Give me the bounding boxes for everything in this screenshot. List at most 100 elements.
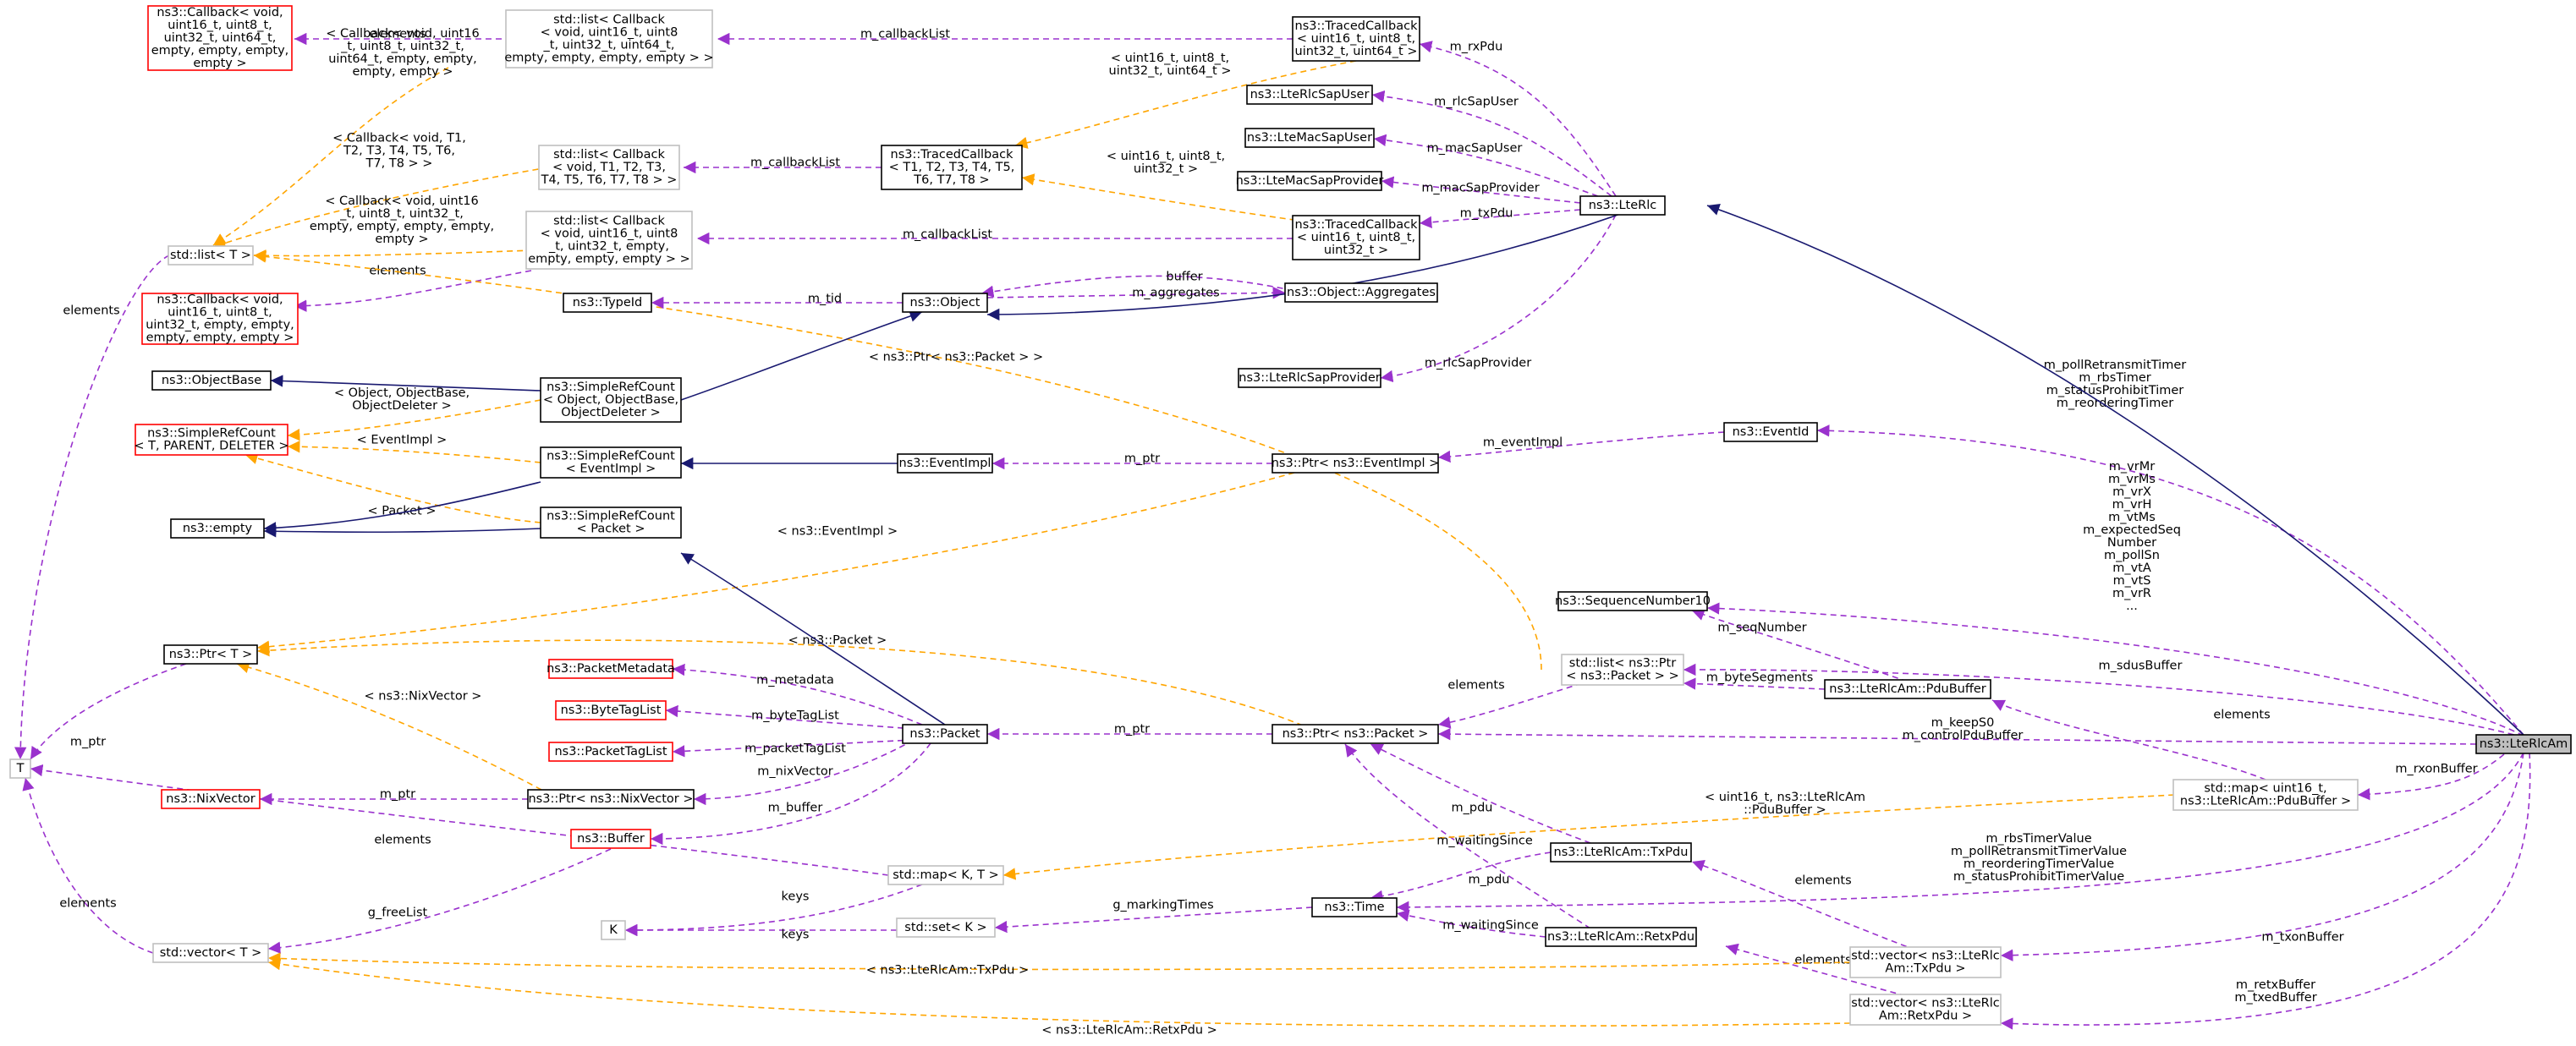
node-nixvector[interactable]: ns3::NixVector [161,789,261,809]
node-box [527,789,695,809]
node-box [1561,654,1684,686]
node-box [902,724,988,744]
node-vec-txpdu[interactable]: std::vector< ns3::LteRlcAm::TxPdu > [1849,946,2002,978]
node-ltelrc[interactable]: ns3::LteRlc [1579,195,1666,216]
node-box [540,507,682,539]
node-rlcsapuser[interactable]: ns3::LteRlcSapUser [1246,85,1373,105]
node-label: std::vector< ns3::LteRlc [1851,997,1999,1010]
edge-label: m_pollSn [2104,549,2160,562]
node-macsapprov[interactable]: ns3::LteMacSapProvider [1236,171,1384,191]
node-time[interactable]: ns3::Time [1311,897,1398,917]
node-box [897,453,993,474]
node-tc-a[interactable]: ns3::TracedCallback< uint16_t, uint8_t,u… [1292,16,1420,62]
node-label: ns3::LteRlc [1589,199,1657,212]
edge-line [1371,90,1612,197]
node-retxpdu[interactable]: ns3::LteRlcAm::RetxPdu [1545,927,1697,947]
node-box [525,211,693,270]
node-box [2475,734,2572,754]
edge-line [650,742,931,846]
inherit-objectbase-object-edge [270,375,541,392]
node-stdmap-kt[interactable]: std::map< K, T > [887,865,1004,885]
node-tc-tpl[interactable]: ns3::TracedCallback< T1, T2, T3, T4, T5,… [881,145,1023,190]
node-macsapuser[interactable]: ns3::LteMacSapUser [1244,128,1375,148]
node-eventid[interactable]: ns3::EventId [1723,422,1818,442]
node-stdlist-t[interactable]: std::list< T > [168,245,254,266]
node-cb-b[interactable]: ns3::Callback< void,uint16_t, uint8_t,ui… [141,293,299,345]
node-object[interactable]: ns3::Object [902,293,988,313]
node-label: T [16,762,25,775]
node-label: uint32_t, empty, empty, [146,319,294,332]
edge-line [693,739,915,806]
edge-label: < Callback< void, T1, [332,132,466,145]
e-eventid-edge: m_pollRetransmitTimerm_rbsTimerm_statusP… [1816,359,2524,736]
node-txpdu[interactable]: ns3::LteRlcAm::TxPdu [1550,842,1692,863]
e-map-tpl-edge: < uint16_t, ns3::LteRlcAm::PduBuffer > [1002,791,2175,880]
node-objectbase[interactable]: ns3::ObjectBase [151,370,272,391]
node-box [1284,282,1438,303]
edge-label: m_ptr [70,736,106,749]
node-list-ptr-pkt[interactable]: std::list< ns3::Ptr< ns3::Packet > > [1561,654,1684,686]
node-ltelrcam[interactable]: ns3::LteRlcAm [2475,734,2572,754]
node-typeid[interactable]: ns3::TypeId [563,293,652,313]
node-pktmeta[interactable]: ns3::PacketMetadata [547,659,675,679]
node-label: empty, empty, empty, [151,44,289,58]
node-ptr-evt[interactable]: ns3::Ptr< ns3::EventImpl > [1272,453,1440,474]
edge-label: m_ptr [1114,723,1150,737]
edge-label: elements [63,304,119,318]
node-bytetaglist[interactable]: ns3::ByteTagList [555,700,667,720]
node-label: ns3::Ptr< T > [169,648,253,661]
node-list-cb-b[interactable]: std::list< Callback< void, uint16_t, uin… [525,211,693,270]
node-simplerefcount-tpl[interactable]: ns3::SimpleRefCount< T, PARENT, DELETER … [134,424,289,456]
node-src-evt[interactable]: ns3::SimpleRefCount< EventImpl > [540,446,682,479]
inherit-src-pkt-packet-edge [680,552,946,726]
node-tc-b[interactable]: ns3::TracedCallback< uint16_t, uint8_t,u… [1292,215,1420,260]
e-src-obj-tpl-edge: < Object, ObjectBase,ObjectDeleter > [287,386,541,441]
node-ptr-pkt[interactable]: ns3::Ptr< ns3::Packet > [1272,724,1439,744]
edge-line [1419,41,1617,197]
node-K[interactable]: K [601,920,626,940]
node-stdvector-t[interactable]: std::vector< T > [152,943,269,963]
node-ptr-t[interactable]: ns3::Ptr< T > [163,644,258,665]
node-map-pdu[interactable]: std::map< uint16_t,ns3::LteRlcAm::PduBuf… [2172,779,2359,811]
node-label: ns3::SimpleRefCount [547,510,675,523]
edge-label: ::PduBuffer > [1744,803,1826,817]
edge-label: m_statusProhibitTimerValue [1953,870,2124,884]
node-label: < T1, T2, T3, T4, T5, [889,161,1015,174]
edge-line [1373,134,1608,200]
e-tca-cblist-edge: m_callbackList [717,28,1293,46]
node-cb-a[interactable]: ns3::Callback< void,uint16_t, uint8_t,ui… [147,5,293,71]
node-T[interactable]: T [9,758,31,779]
node-list-cb-tpl[interactable]: std::list< Callback< void, T1, T2, T3,T4… [538,145,680,190]
node-empty[interactable]: ns3::empty [170,518,265,539]
node-label: ns3::ByteTagList [561,704,662,717]
e-buffer-agg-edge: buffer [980,271,1304,298]
edge-label: m_vrR [2112,587,2151,600]
edge-label: m_vrMs [2108,473,2156,486]
node-eventimpl[interactable]: ns3::EventImpl [897,453,993,474]
node-src-pkt[interactable]: ns3::SimpleRefCount< Packet > [540,507,682,539]
node-label: ns3::Object::Aggregates [1287,286,1436,299]
node-pdubuffer[interactable]: ns3::LteRlcAm::PduBuffer [1824,679,1991,699]
node-src-obj[interactable]: ns3::SimpleRefCount< Object, ObjectBase,… [540,377,682,423]
node-vec-retxpdu[interactable]: std::vector< ns3::LteRlcAm::RetxPdu > [1849,994,2002,1026]
node-stdset-k[interactable]: std::set< K > [896,917,996,938]
node-list-cb-a[interactable]: std::list< Callback< void, uint16_t, uin… [504,9,714,68]
node-seqnum[interactable]: ns3::SequenceNumber10 [1555,591,1711,611]
node-label: uint32_t, uint64_t > [1295,45,1418,58]
node-box [548,742,673,762]
edge-label: m_vrH [2112,498,2152,512]
node-label: uint16_t, uint8_t, [168,306,272,320]
edge-label: m_vtA [2112,561,2151,575]
node-pkttaglist[interactable]: ns3::PacketTagList [548,742,673,762]
node-box [1292,215,1420,260]
node-buffer[interactable]: ns3::Buffer [570,829,651,849]
node-label: Am::RetxPdu > [1879,1010,1972,1023]
node-ptr-nix[interactable]: ns3::Ptr< ns3::NixVector > [527,789,695,809]
node-rlcsapprov[interactable]: ns3::LteRlcSapProvider [1238,368,1381,388]
node-objectagg[interactable]: ns3::Object::Aggregates [1284,282,1438,303]
edge-label: keys [782,928,810,942]
edge-label: m_rxonBuffer [2395,763,2477,776]
node-packet[interactable]: ns3::Packet [902,724,988,744]
e-timers-edge: m_rbsTimerValuem_pollRetransmitTimerValu… [1396,752,2524,914]
